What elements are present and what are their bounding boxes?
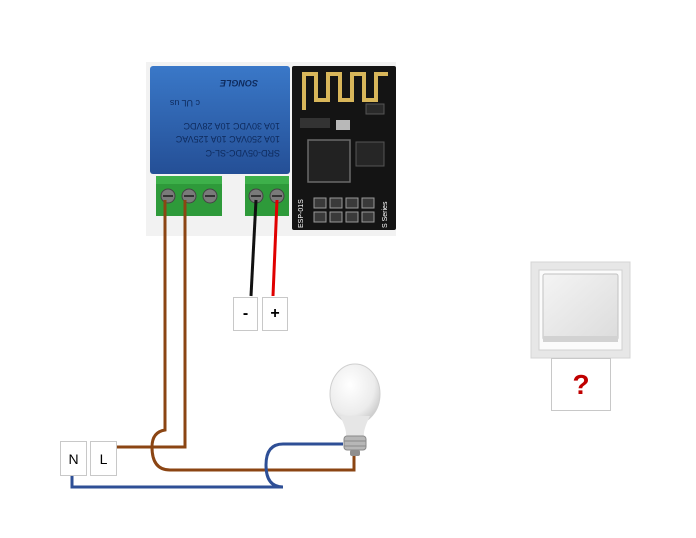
neutral-label: N [60,441,87,476]
esp-series-text: S Series [382,201,389,228]
relay-model-text: SRD-05VDC-SL-C [205,148,280,158]
light-bulb-icon [329,363,381,456]
header-pins [313,197,375,223]
esp-model-text: ESP-01S [298,199,305,228]
relay-body [150,66,290,174]
positive-terminal-label: + [262,297,288,331]
antenna-trace [302,72,388,110]
unknown-switch-label: ? [551,358,611,411]
relay-rating-2: 10A 30VDC 10A 28VDC [183,121,280,131]
negative-terminal-label: - [233,297,258,331]
wire-neutral [70,442,343,489]
power-screw-terminal [245,176,289,216]
relay-rating-1: 10A 250VAC 10A 125VAC [175,134,280,144]
line-label: L [90,441,117,476]
relay-cert-text: c UL us [169,98,200,108]
relay-brand-text: SONGLE [219,78,258,88]
wire-live-relay-no [150,200,356,472]
wire-positive [271,199,279,297]
wall-switch-icon [530,261,631,359]
esp-chip [307,139,351,183]
wire-negative [249,199,258,297]
wifi-module-esp01s: ESP-01S S Series [292,66,396,230]
relay-screw-terminal [156,176,222,216]
wire-live-relay-com [110,200,187,449]
